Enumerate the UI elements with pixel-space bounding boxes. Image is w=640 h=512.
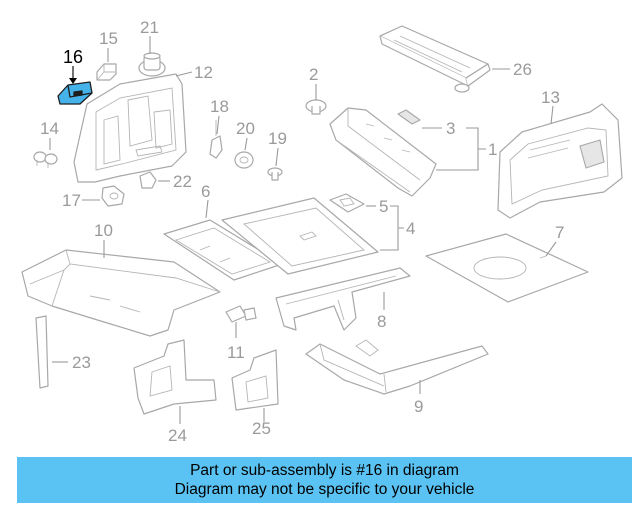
callout-17: 17 xyxy=(62,191,81,210)
callout-12: 12 xyxy=(194,63,213,82)
part-22 xyxy=(139,171,157,189)
callout-21: 21 xyxy=(140,18,159,37)
part-4 xyxy=(221,197,379,275)
leader-7 xyxy=(545,241,557,257)
part-2 xyxy=(305,99,327,115)
part-13 xyxy=(497,103,623,219)
part-21 xyxy=(138,52,166,77)
part-9 xyxy=(305,339,489,395)
callout-4: 4 xyxy=(406,219,415,238)
part-17 xyxy=(101,185,125,207)
part-10 xyxy=(21,249,221,337)
callout-25: 25 xyxy=(252,419,271,438)
callout-20: 20 xyxy=(236,119,255,138)
part-15 xyxy=(96,63,117,81)
part-14 xyxy=(33,151,58,168)
part-26 xyxy=(379,25,491,93)
part-5 xyxy=(329,193,365,213)
callout-5: 5 xyxy=(379,197,388,216)
part-8 xyxy=(275,267,411,331)
callout-19: 19 xyxy=(268,129,287,148)
banner-line-2: Diagram may not be specific to your vehi… xyxy=(174,481,475,498)
callout-8: 8 xyxy=(377,312,386,331)
bracket-1 xyxy=(466,127,486,171)
callout-13: 13 xyxy=(541,88,560,107)
callout-7: 7 xyxy=(555,223,564,242)
banner-line-1: Part or sub-assembly is #16 in diagram xyxy=(190,462,459,479)
callout-24: 24 xyxy=(168,426,187,445)
leader-18 xyxy=(216,115,220,135)
part-1 xyxy=(329,107,437,197)
leader-20 xyxy=(244,137,248,151)
leader-6 xyxy=(205,199,209,219)
parts-diagram: 16 15 21 12 14 17 18 xyxy=(21,18,623,445)
callout-2: 2 xyxy=(309,65,318,84)
leader-13 xyxy=(550,105,554,125)
callout-3: 3 xyxy=(446,119,455,138)
callout-22: 22 xyxy=(173,172,192,191)
leader-19 xyxy=(275,147,279,167)
callout-26: 26 xyxy=(513,60,532,79)
part-19 xyxy=(267,167,283,181)
callout-18: 18 xyxy=(210,97,229,116)
part-18 xyxy=(209,120,223,159)
callout-9: 9 xyxy=(414,397,423,416)
part-23 xyxy=(35,315,49,389)
leader-16-arrow xyxy=(69,78,77,84)
part-12 xyxy=(73,73,187,183)
part-11 xyxy=(225,305,257,323)
leader-12 xyxy=(175,71,193,77)
callout-6: 6 xyxy=(201,182,210,201)
callout-23: 23 xyxy=(72,353,91,372)
callout-14: 14 xyxy=(40,119,59,138)
part-24 xyxy=(133,339,217,415)
part-info-banner: Part or sub-assembly is #16 in diagram D… xyxy=(17,457,632,503)
bracket-4 xyxy=(380,205,404,251)
part-16-highlighted xyxy=(57,81,93,105)
callout-11: 11 xyxy=(227,343,245,362)
part-7 xyxy=(425,233,589,303)
callout-10: 10 xyxy=(94,221,113,240)
callout-16: 16 xyxy=(63,47,83,67)
callout-1: 1 xyxy=(488,140,497,159)
part-20 xyxy=(234,151,254,169)
part-25 xyxy=(231,349,279,411)
callout-15: 15 xyxy=(99,29,118,48)
